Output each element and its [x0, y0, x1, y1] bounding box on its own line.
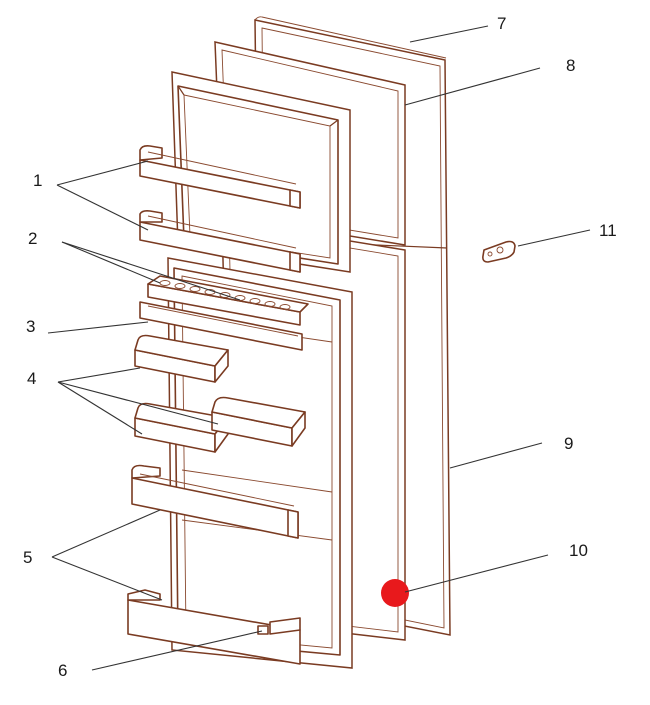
small-bin-upper	[134, 334, 229, 383]
label-5: 5	[23, 548, 32, 567]
egg-tray-pair	[147, 275, 309, 326]
label-8: 8	[566, 56, 575, 75]
dairy-shelf	[139, 301, 303, 351]
upper-shelf-bottom	[139, 210, 301, 273]
upper-shelf-top	[139, 145, 301, 209]
label-11: 11	[599, 221, 617, 240]
label-10: 10	[569, 541, 588, 560]
label-3: 3	[26, 317, 35, 336]
highlight-marker	[381, 579, 409, 607]
label-6: 6	[58, 661, 67, 680]
small-bin-right	[211, 396, 306, 447]
bottle-shelf	[131, 464, 299, 539]
hinge-clip-icon	[482, 240, 516, 263]
label-9: 9	[564, 434, 573, 453]
part-labels: 1 2 3 4 5 6 7 8 9 10 11	[23, 14, 617, 680]
upper-inner-liner	[171, 71, 351, 273]
leader-lines	[47, 25, 591, 671]
label-4: 4	[27, 369, 36, 388]
label-7: 7	[497, 14, 506, 33]
egg-tray-cups	[159, 280, 291, 310]
label-2: 2	[28, 229, 37, 248]
label-1: 1	[33, 171, 42, 190]
bottom-bin	[127, 589, 301, 665]
